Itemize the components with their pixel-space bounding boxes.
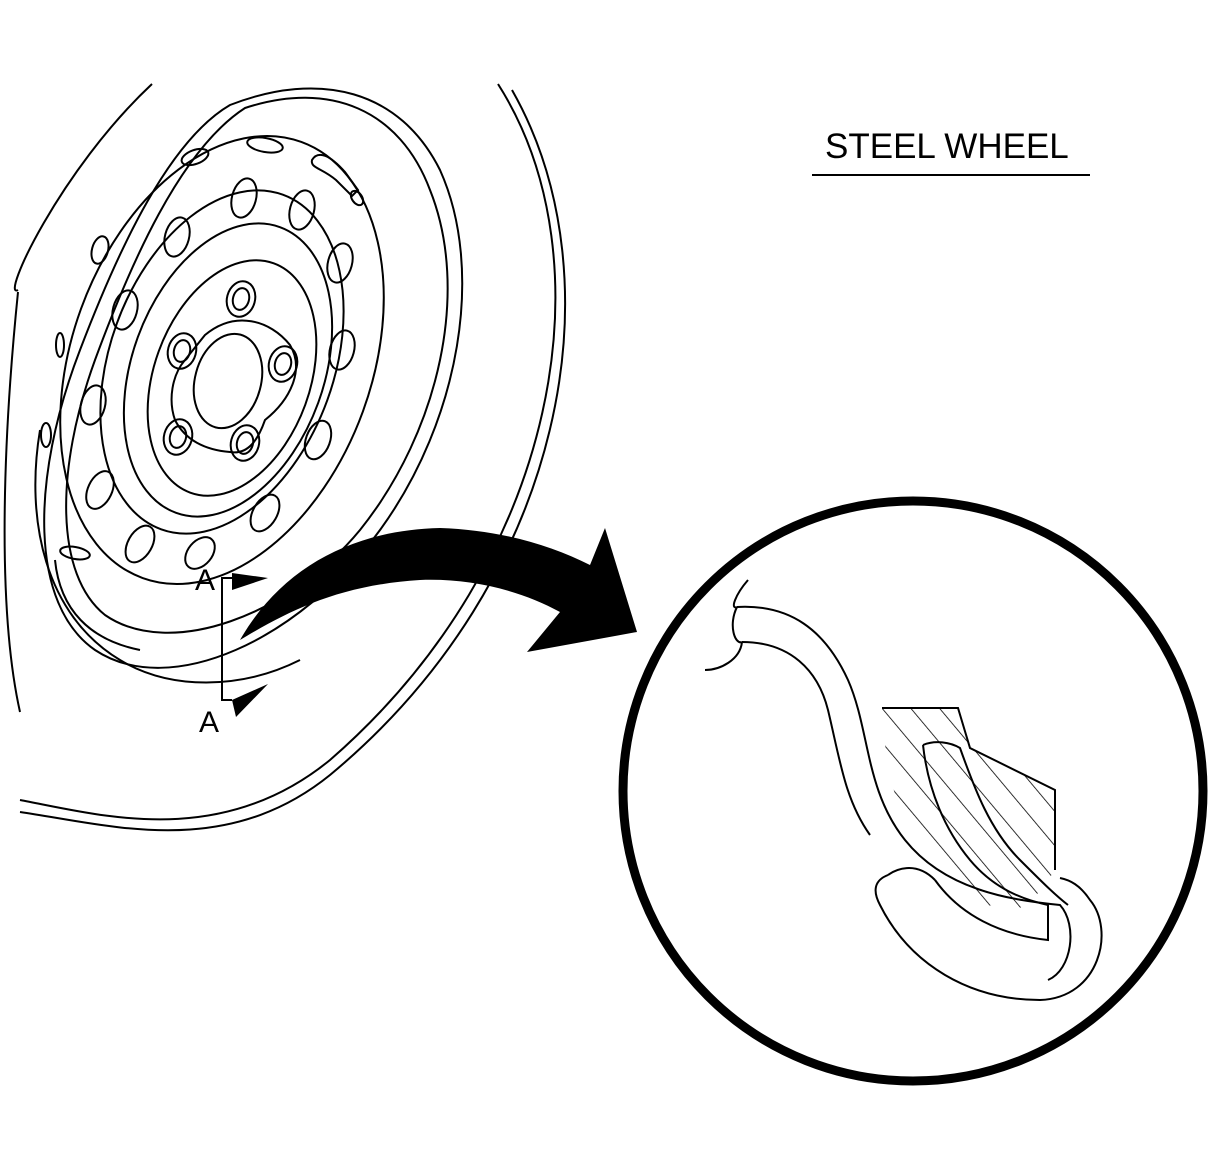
vent-hole [246,136,284,154]
rim-face [59,135,385,585]
vent-hole [55,332,65,358]
center-bore [192,332,264,430]
vent-hole [40,422,52,448]
vent-hole [79,384,107,426]
lug-hole [166,332,198,370]
vent-hole [326,242,354,284]
section-cut-line [221,577,232,701]
rim-flange [34,87,464,684]
vent-hole [184,536,216,570]
section-detail [618,496,1208,1086]
section-arrow-bottom [232,684,268,717]
section-marker: A A [195,564,268,739]
vent-hole [230,177,258,219]
vent-hole [124,524,156,564]
vent-holes [40,136,356,570]
vent-hole [328,329,356,371]
wheel-hub [170,319,297,454]
vent-hole [85,470,115,510]
callout-arrow [240,528,637,652]
lug-holes [162,280,299,462]
valve-stem [310,153,365,207]
lug-hole [225,280,257,318]
lug-hole [162,418,194,456]
lug-hole [229,424,261,462]
vent-hole [111,289,139,331]
vent-hole [163,216,191,258]
section-arrow-top [232,573,268,590]
lug-hole [267,345,299,383]
vent-hole [303,419,333,461]
section-letter-bottom: A [199,706,219,739]
vent-hole [180,147,210,167]
wheel-assembly [3,83,566,832]
section-letter-top: A [195,564,215,597]
rim-profile [704,579,1103,1002]
vent-hole [90,235,110,265]
vent-hole [288,189,316,231]
vent-hole [249,493,281,533]
vent-hole [59,545,91,561]
title-block: STEEL WHEEL [812,127,1090,176]
diagram-title: STEEL WHEEL [825,127,1069,166]
tire [3,83,566,832]
